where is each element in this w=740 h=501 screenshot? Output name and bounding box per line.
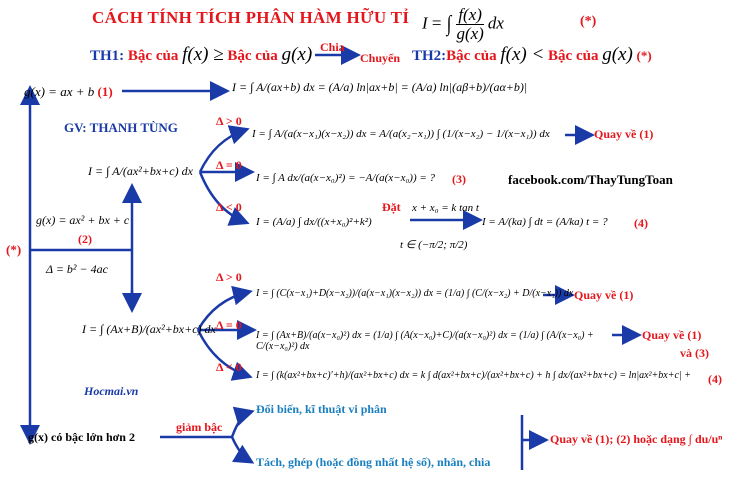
case1-g: g(x) = ax + b (1) bbox=[24, 84, 113, 100]
th1-label: TH1: bbox=[90, 48, 125, 64]
case2-pos-cond: Δ > 0 bbox=[216, 114, 242, 128]
author: GV: THANH TÙNG bbox=[64, 120, 178, 135]
case3-zero-cond: Δ = 0 bbox=[216, 318, 242, 332]
case1-num: (1) bbox=[97, 84, 113, 99]
case4-giam: giảm bậc bbox=[176, 420, 223, 434]
th2-gx: g(x) bbox=[602, 44, 633, 65]
case1-g-text: g(x) = ax + b bbox=[24, 84, 95, 99]
facebook-link[interactable]: facebook.com/ThayTungToan bbox=[508, 172, 673, 187]
case4-g: g(x) có bậc lớn hơn 2 bbox=[28, 430, 135, 444]
case3-neg-formula: I = ∫ (k(ax²+bx+c)′+h)/(ax²+bx+c) dx = k… bbox=[256, 370, 691, 381]
case3-pos-cond: Δ > 0 bbox=[216, 270, 242, 284]
page-title: CÁCH TÍNH TÍCH PHÂN HÀM HỮU TỈ bbox=[92, 8, 410, 27]
case2-zero-cond: Δ = 0 bbox=[216, 158, 242, 172]
case1-formula: I = ∫ A/(ax+b) dx = (A/a) ln|ax+b| = (A/… bbox=[232, 80, 528, 94]
case2-neg-dat: Đặt bbox=[382, 200, 401, 214]
case2-g: g(x) = ax² + bx + c bbox=[36, 213, 130, 227]
case2-neg-result: I = A/(ka) ∫ dt = (A/ka) t = ? bbox=[482, 216, 608, 228]
th1-fx: f(x) ≥ bbox=[182, 44, 224, 65]
case3-integral: I = ∫ (Ax+B)/(ax²+bx+c) dx bbox=[82, 322, 216, 336]
th2-label: TH2: bbox=[412, 48, 447, 64]
case3-neg-cond: Δ < 0 bbox=[216, 360, 242, 374]
case3-neg-num: (4) bbox=[708, 372, 722, 386]
th2-text1: Bậc của bbox=[446, 48, 497, 64]
case2-delta: Δ = b² − 4ac bbox=[46, 262, 108, 276]
th1-text1: Bậc của bbox=[127, 48, 179, 64]
case3-zero-result: Quay về (1) bbox=[642, 328, 702, 342]
case3-zero-result2: và (3) bbox=[680, 346, 709, 360]
th2-star: (*) bbox=[636, 48, 652, 63]
th2-row: TH2:Bậc của f(x) < Bậc của g(x) (*) bbox=[412, 44, 652, 66]
case2-pos-result: Quay về (1) bbox=[594, 127, 654, 141]
th1-text2: Bậc của bbox=[227, 48, 278, 64]
case3-pos-formula: I = ∫ (C(x−x₁)+D(x−x₂))/(a(x−x₁)(x−x₂)) … bbox=[256, 288, 574, 299]
th1-row: TH1: Bậc của f(x) ≥ Bậc của g(x) bbox=[90, 44, 312, 66]
chia-label: Chia bbox=[320, 40, 345, 54]
case2-neg-range: t ∈ (−π/2; π/2) bbox=[400, 239, 468, 251]
case4-result: Quay về (1); (2) hoặc dạng ∫ du/uⁿ bbox=[550, 432, 723, 446]
title-star: (*) bbox=[580, 14, 597, 29]
case2-pos-formula: I = ∫ A/(a(x−x₁)(x−x₂)) dx = A/(a(x₂−x₁)… bbox=[252, 128, 550, 140]
case2-neg-sub: x + x₀ = k tan t bbox=[412, 202, 479, 214]
case2-zero-formula: I = ∫ A dx/(a(x−x₀)²) = −A/(a(x−x₀)) = ? bbox=[256, 172, 436, 184]
case2-num: (2) bbox=[78, 232, 92, 246]
th1-gx: g(x) bbox=[281, 44, 313, 65]
th2-text2: Bậc của bbox=[548, 48, 599, 64]
case2-neg-cond: Δ < 0 bbox=[216, 200, 242, 214]
title-formula: I = ∫f(x)g(x)dx bbox=[422, 5, 504, 43]
case2-integral: I = ∫ A/(ax²+bx+c) dx bbox=[88, 164, 193, 178]
case4-opt2: Tách, ghép (hoặc đồng nhất hệ số), nhân,… bbox=[256, 455, 491, 469]
case2-neg-num: (4) bbox=[634, 216, 648, 230]
case3-zero-formula: I = ∫ (Ax+B)/(a(x−x₀)²) dx = (1/a) ∫ (A(… bbox=[256, 330, 594, 352]
chuyen-label: Chuyển bbox=[360, 51, 401, 65]
th2-fx: f(x) < bbox=[500, 44, 545, 65]
case3-pos-result: Quay về (1) bbox=[574, 288, 634, 302]
hocmai-logo: Hocmai.vn bbox=[84, 384, 139, 398]
case2-zero-num: (3) bbox=[452, 172, 466, 186]
case2-neg-formula: I = (A/a) ∫ dx/((x+x₀)²+k²) bbox=[256, 216, 372, 228]
case4-opt1: Đổi biến, kĩ thuật vi phân bbox=[256, 402, 387, 416]
star-left: (*) bbox=[6, 242, 22, 257]
